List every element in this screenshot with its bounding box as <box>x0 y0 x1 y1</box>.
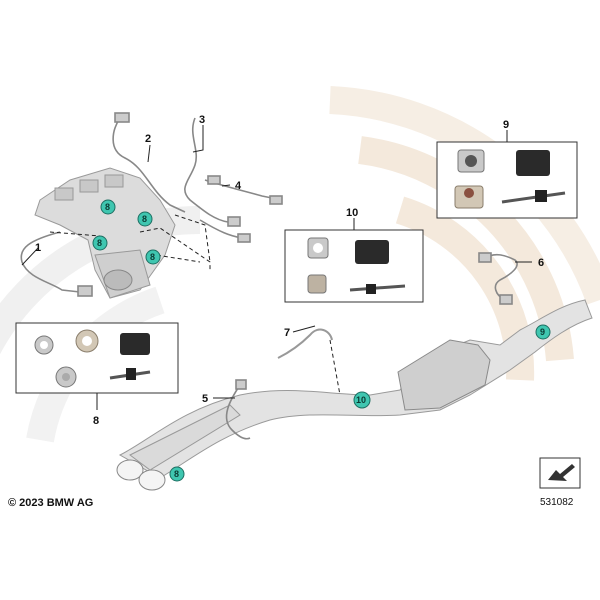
callout-4: 4 <box>235 180 242 192</box>
callout-6: 6 <box>538 257 544 269</box>
callouts: 1 2 3 4 5 6 7 8 9 10 <box>35 114 544 427</box>
return-arrow-icon <box>539 457 581 489</box>
oxygen-sensor-5 <box>225 379 251 440</box>
exhaust-pipe-assembly <box>116 299 593 491</box>
oxygen-sensor-1 <box>20 231 93 297</box>
leader-lines <box>21 125 532 410</box>
callout-9: 9 <box>503 119 509 131</box>
svg-text:10: 10 <box>356 395 366 405</box>
badge-9: 9 <box>535 324 551 340</box>
badge-10: 10 <box>353 391 371 409</box>
svg-text:8: 8 <box>174 469 179 479</box>
callout-10: 10 <box>346 207 358 219</box>
badge-8-a: 8 <box>100 199 116 215</box>
callout-1: 1 <box>35 242 41 254</box>
kit-box-9 <box>436 141 578 219</box>
kit-box-10 <box>284 229 424 303</box>
exhaust-manifold <box>34 167 176 299</box>
callout-5: 5 <box>202 393 208 405</box>
oxygen-sensor-3 <box>184 117 241 227</box>
svg-text:8: 8 <box>150 252 155 262</box>
svg-text:8: 8 <box>142 214 147 224</box>
svg-text:8: 8 <box>105 202 110 212</box>
badge-8-c: 8 <box>92 235 108 251</box>
copyright-text: © 2023 BMW AG <box>8 497 94 509</box>
position-badges: 8 8 8 8 9 10 8 <box>92 199 551 482</box>
badge-8-e: 8 <box>169 466 185 482</box>
oxygen-sensor-7 <box>277 328 333 359</box>
callout-3: 3 <box>199 114 205 126</box>
badge-8-d: 8 <box>145 249 161 265</box>
oxygen-sensor-2 <box>112 112 186 213</box>
kit-box-8 <box>15 322 179 394</box>
document-number: 531082 <box>540 497 574 508</box>
svg-text:8: 8 <box>97 238 102 248</box>
callout-7: 7 <box>284 327 290 339</box>
callout-8: 8 <box>93 415 99 427</box>
svg-text:9: 9 <box>540 327 545 337</box>
callout-2: 2 <box>145 133 151 145</box>
oxygen-sensor-4 <box>199 175 283 243</box>
oxygen-sensor-6 <box>478 252 518 305</box>
badge-8-b: 8 <box>137 211 153 227</box>
